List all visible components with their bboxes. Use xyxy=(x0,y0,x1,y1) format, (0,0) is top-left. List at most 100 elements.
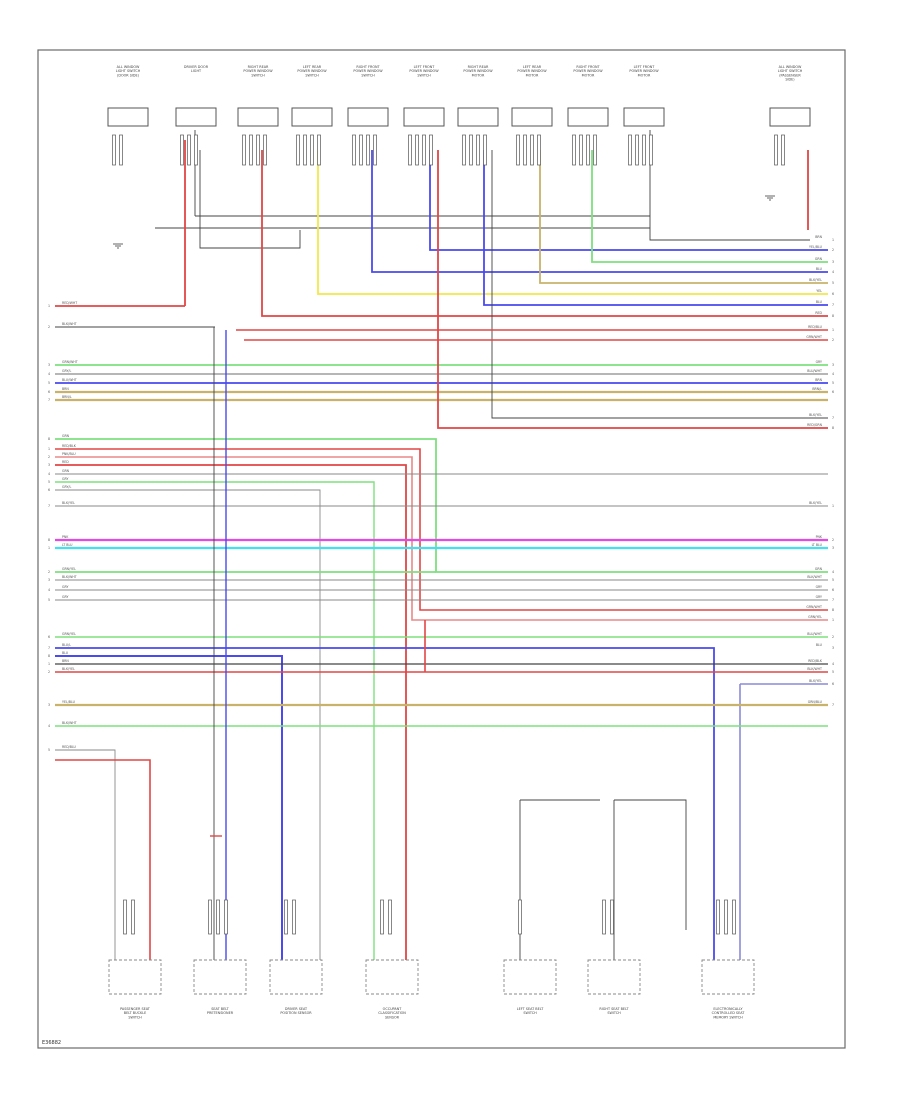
passenger-buckle-switch-pin xyxy=(131,899,135,935)
right-wire-label: BLU xyxy=(816,643,823,647)
power-window-7-body xyxy=(567,107,609,127)
right-wire-label: BLU/WHT xyxy=(807,632,822,636)
right-wire-label: YEL/BLU xyxy=(809,245,823,249)
power-window-4-pin xyxy=(408,134,412,166)
component-layer xyxy=(107,107,811,995)
bus-grn-down xyxy=(55,481,375,960)
power-window-8-label: MOTOR xyxy=(638,73,651,77)
power-window-4-label: LEFT FRONT xyxy=(414,65,436,69)
right-seat-belt-switch-label: RIGHT SEAT BELT xyxy=(599,1007,629,1011)
right-wire-label: GRY xyxy=(816,595,822,599)
right-pin-number: 7 xyxy=(832,416,834,420)
power-window-7-pin xyxy=(593,134,597,166)
left-seat-belt-switch-pin xyxy=(518,899,522,935)
power-window-3-pin xyxy=(366,134,370,166)
left-wire-label: PNK/BLU xyxy=(62,452,76,456)
right-pin-number: 6 xyxy=(832,292,834,296)
power-window-4-pin xyxy=(429,134,433,166)
power-window-6-label: LEFT REAR xyxy=(523,65,542,69)
power-window-6-pin xyxy=(537,134,541,166)
bus-red-down xyxy=(55,464,407,960)
right-seat-belt-switch-body xyxy=(587,959,641,995)
power-window-3-label: SWITCH xyxy=(361,73,375,77)
right-wire-label: RED/GRN xyxy=(807,423,822,427)
right-pin-number: 6 xyxy=(832,682,834,686)
power-window-6-label: MOTOR xyxy=(526,73,539,77)
right-wire-label: GRN/WHT xyxy=(806,605,822,609)
right-pin-number: 8 xyxy=(832,314,834,318)
right-pin-number: 1 xyxy=(832,238,834,242)
right-wire-label: BLK/YEL xyxy=(809,413,822,417)
occupant-classification-sensor-label: SENSOR xyxy=(385,1015,400,1019)
power-window-6-label: POWER WINDOW xyxy=(517,69,547,73)
left-pin-number: 4 xyxy=(48,372,50,376)
right-pin-number: 3 xyxy=(832,260,834,264)
left-pin-number: 7 xyxy=(48,504,50,508)
power-window-6-body xyxy=(511,107,553,127)
right-pin-number: 7 xyxy=(832,303,834,307)
power-window-4-pin xyxy=(415,134,419,166)
power-window-5-pin xyxy=(462,134,466,166)
door-light-pin xyxy=(187,134,191,166)
wire-layer xyxy=(55,130,828,960)
power-window-2-label: POWER WINDOW xyxy=(297,69,327,73)
ground-right xyxy=(649,130,810,241)
power-window-2-label: LEFT REAR xyxy=(303,65,322,69)
left-wire-label: BRN/L xyxy=(62,395,72,399)
right-pin-number: 4 xyxy=(832,570,834,574)
left-wire-label: GRY/L xyxy=(62,485,72,489)
right-pin-number: 4 xyxy=(832,372,834,376)
left-pin-number: 1 xyxy=(48,447,50,451)
left-pin-number: 4 xyxy=(48,724,50,728)
right-wire-label: GRY xyxy=(816,585,822,589)
passenger-buckle-switch-body xyxy=(108,959,162,995)
left-pin-number: 8 xyxy=(48,437,50,441)
wire-grn xyxy=(591,150,828,263)
door-light-pin xyxy=(180,134,184,166)
left-pin-number: 1 xyxy=(48,546,50,550)
left-seat-belt-switch-body xyxy=(503,959,557,995)
occupant-classification-sensor-label: CLASSIFICATION xyxy=(378,1011,406,1015)
left-pin-number: 4 xyxy=(48,588,50,592)
right-wire-label: BRN xyxy=(815,378,822,382)
power-window-2-pin xyxy=(296,134,300,166)
right-wire-label: BLU xyxy=(816,267,823,271)
power-window-3-label: POWER WINDOW xyxy=(353,69,383,73)
diagram-code: E36882 xyxy=(42,1040,61,1046)
right-wire-label: BLU/WHT xyxy=(807,369,822,373)
driver-seat-position-sensor-label: DRIVER SEAT xyxy=(285,1007,308,1011)
right-wire-label: BRN xyxy=(815,235,822,239)
right-pin-number: 8 xyxy=(832,426,834,430)
right-wire-label: PNK xyxy=(816,535,823,539)
right-wire-label: GRY xyxy=(816,360,822,364)
door-light-body xyxy=(175,107,217,127)
right-wire-label: GRN xyxy=(815,567,823,571)
left-seat-belt-switch-label: LEFT SEAT BELT xyxy=(517,1007,544,1011)
wire-blk-yel xyxy=(491,150,828,419)
power-window-5-pin xyxy=(476,134,480,166)
passenger-buckle-switch-pin xyxy=(123,899,127,935)
occupant-classification-sensor-body xyxy=(365,959,419,995)
power-window-1-pin xyxy=(242,134,246,166)
right-seat-belt-switch-pin xyxy=(610,899,614,935)
right-pin-number: 2 xyxy=(832,538,834,542)
right-pin-number: 1 xyxy=(832,504,834,508)
driver-seat-position-sensor-body xyxy=(269,959,323,995)
power-window-7-pin xyxy=(572,134,576,166)
seat-belt-pretensioner-pin xyxy=(216,899,220,935)
left-wire-label: YEL/BLU xyxy=(62,700,76,704)
power-window-2-pin xyxy=(303,134,307,166)
left-wire-label: BLK/YEL xyxy=(62,667,75,671)
door-light-label: LIGHT xyxy=(191,69,202,73)
wire-red-blu xyxy=(437,150,828,429)
left-pin-number: 6 xyxy=(48,635,50,639)
seat-belt-pretensioner-body xyxy=(193,959,247,995)
bus-red-blu xyxy=(55,759,151,960)
power-window-1-label: SWITCH xyxy=(251,73,265,77)
power-window-7-label: POWER WINDOW xyxy=(573,69,603,73)
power-window-4-body xyxy=(403,107,445,127)
power-window-1-body xyxy=(237,107,279,127)
power-window-5-label: MOTOR xyxy=(472,73,485,77)
driver-seat-position-sensor-pin xyxy=(292,899,296,935)
power-window-8-pin xyxy=(649,134,653,166)
